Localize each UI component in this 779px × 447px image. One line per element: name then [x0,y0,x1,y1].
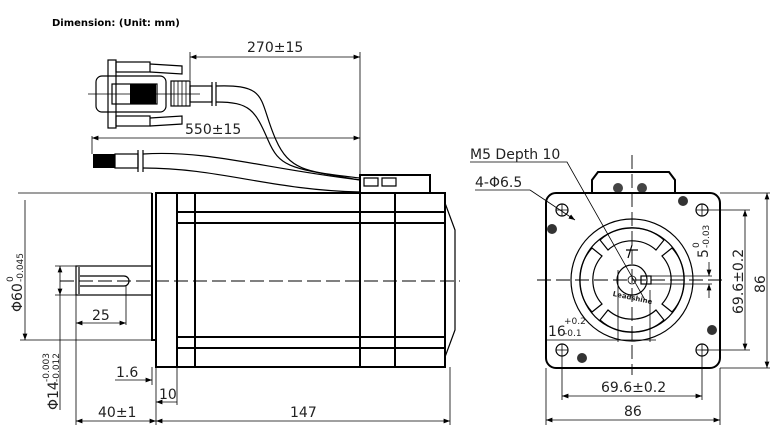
hole-pitch-vertical: 69.6±0.2 [731,249,747,314]
flange-tol-upper: 0 [6,276,16,282]
mount-holes-label: 4-Φ6.5 [475,175,522,191]
motor-front-view: Leadshine [537,155,725,375]
encoder-cable-length: 270±15 [247,40,303,56]
flange-thickness: 10 [159,387,177,403]
key-h-tol-upper: +0.2 [564,317,586,327]
body-length: 147 [290,405,317,421]
shaft-tol-upper: -0.003 [42,353,52,382]
tapped-hole-label: M5 Depth 10 [470,147,560,163]
shaft-diameter: Φ14 [46,381,62,410]
cables [142,85,361,193]
flange-step: 1.6 [116,365,138,381]
encoder-connector [88,59,217,129]
shaft-length: 40±1 [98,405,136,421]
front-height: 86 [753,275,769,293]
key-tol-lower: -0.03 [702,225,712,248]
key-height: 16 [548,324,566,340]
flange-tol-lower: -0.045 [16,253,26,282]
flange-diameter: Φ60 [10,283,26,312]
key-tol-upper: 0 [692,242,702,248]
front-view-dimensions: M5 Depth 10 4-Φ6.5 5 0 -0.03 69.6±0.2 86… [470,147,770,425]
front-width: 86 [624,404,642,420]
key-h-tol-lower: -0.1 [564,329,582,339]
drawing-title: Dimension: (Unit: mm) [52,18,180,29]
key-width: 5 [696,249,712,258]
side-view-dimensions: Φ60 0 -0.045 Φ14 -0.003 -0.012 25 1.6 10… [6,192,451,425]
key-length: 25 [92,308,110,324]
shaft-tol-lower: -0.012 [52,353,62,382]
power-connector [93,150,144,172]
cable-dimensions: 270±15 550±15 [91,40,361,178]
hole-pitch-horizontal: 69.6±0.2 [601,380,666,396]
motor-side-view [60,174,460,368]
power-cable-length: 550±15 [185,122,241,138]
